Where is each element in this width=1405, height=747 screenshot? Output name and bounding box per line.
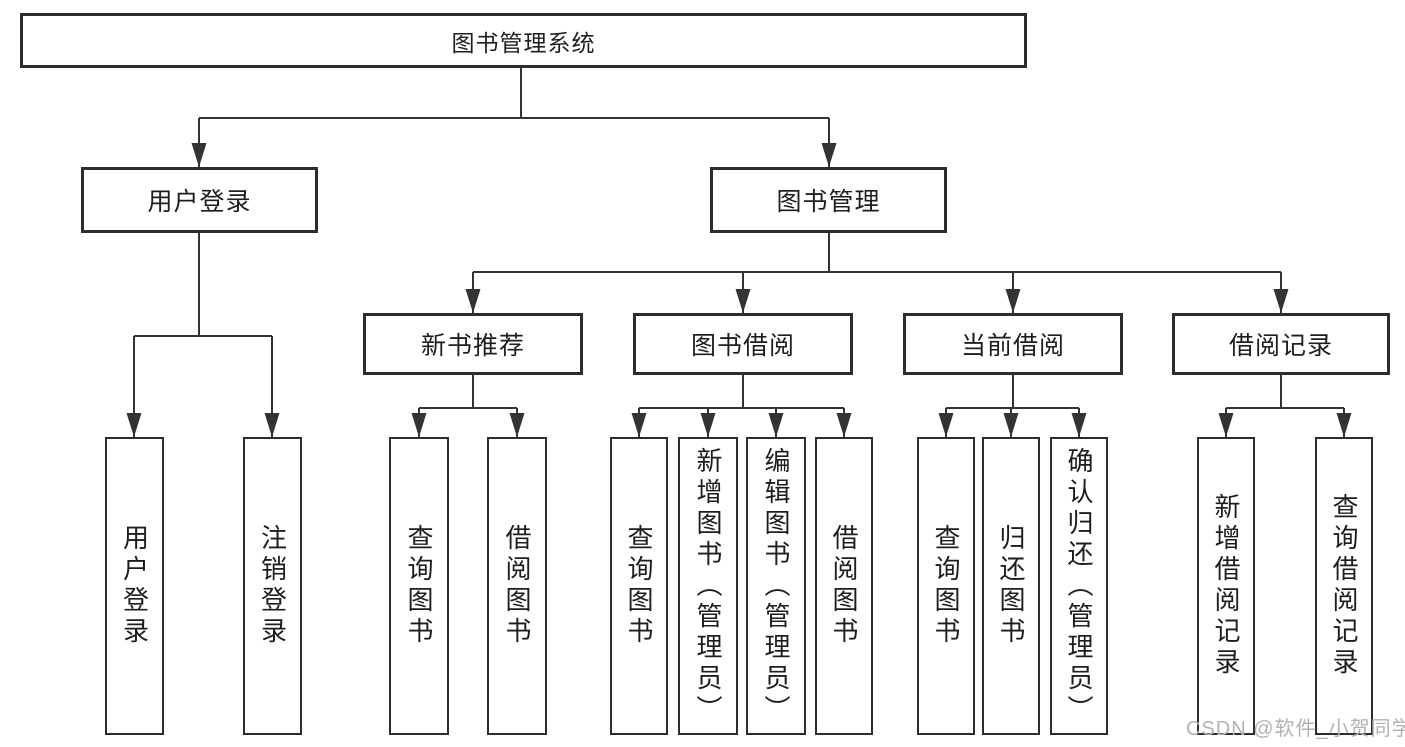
leaf-label: 借阅图书 bbox=[502, 524, 532, 648]
leaf-label: 确认归还（管理员） bbox=[1064, 446, 1094, 726]
leaf-label: 借阅图书 bbox=[829, 524, 859, 648]
node-label: 图书管理 bbox=[776, 188, 881, 216]
leaf-query-borrow-record: 查询借阅记录 bbox=[1315, 437, 1373, 735]
leaf-query-books-recommend: 查询图书 bbox=[389, 437, 449, 735]
leaf-label: 新增图书（管理员） bbox=[693, 446, 723, 726]
leaf-return-books: 归还图书 bbox=[982, 437, 1040, 735]
node-book-borrow: 图书借阅 bbox=[633, 313, 853, 375]
leaf-logout: 注销登录 bbox=[243, 437, 302, 735]
leaf-label: 查询图书 bbox=[624, 524, 654, 648]
leaf-borrow-books: 借阅图书 bbox=[815, 437, 873, 735]
leaf-borrow-books-recommend: 借阅图书 bbox=[487, 437, 547, 735]
node-borrow-records: 借阅记录 bbox=[1172, 313, 1390, 375]
node-current-borrow: 当前借阅 bbox=[903, 313, 1123, 375]
leaf-query-books-borrow: 查询图书 bbox=[610, 437, 668, 735]
leaf-add-borrow-record: 新增借阅记录 bbox=[1197, 437, 1255, 735]
leaf-label: 用户登录 bbox=[119, 524, 150, 648]
node-label: 新书推荐 bbox=[420, 332, 525, 360]
leaf-edit-books-admin: 编辑图书（管理员） bbox=[746, 437, 806, 735]
leaf-user-login: 用户登录 bbox=[105, 437, 164, 735]
leaf-label: 查询图书 bbox=[931, 524, 961, 648]
leaf-query-books-current: 查询图书 bbox=[917, 437, 975, 735]
leaf-label: 查询图书 bbox=[404, 524, 434, 648]
leaf-add-books-admin: 新增图书（管理员） bbox=[678, 437, 738, 735]
node-new-book-recommend: 新书推荐 bbox=[363, 313, 583, 375]
leaf-label: 编辑图书（管理员） bbox=[761, 446, 791, 726]
node-label: 图书借阅 bbox=[690, 332, 795, 360]
node-label: 用户登录 bbox=[147, 188, 252, 216]
leaf-label: 注销登录 bbox=[257, 524, 288, 648]
node-label: 当前借阅 bbox=[960, 332, 1065, 360]
leaf-label: 新增借阅记录 bbox=[1211, 493, 1241, 679]
node-label: 借阅记录 bbox=[1228, 332, 1333, 360]
node-book-management: 图书管理 bbox=[710, 167, 947, 233]
node-label: 图书管理系统 bbox=[451, 29, 596, 56]
node-library-system: 图书管理系统 bbox=[20, 13, 1027, 68]
watermark: CSDN @软件_小贺同学 bbox=[1186, 718, 1405, 740]
node-user-login: 用户登录 bbox=[81, 167, 318, 233]
leaf-label: 归还图书 bbox=[996, 524, 1026, 648]
leaf-confirm-return-admin: 确认归还（管理员） bbox=[1050, 437, 1108, 735]
leaf-label: 查询借阅记录 bbox=[1329, 493, 1359, 679]
